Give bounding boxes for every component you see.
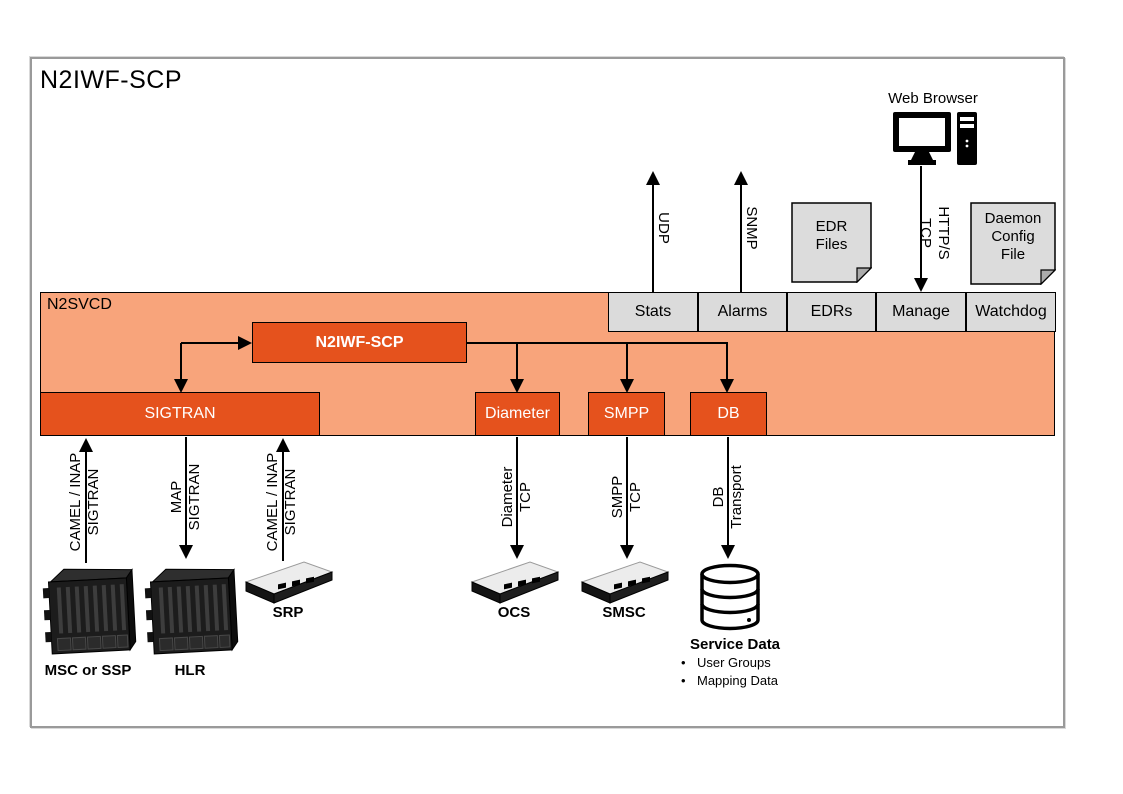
- ocs-server-icon: [468, 558, 560, 606]
- smpp-tcp-line: [626, 437, 628, 546]
- snmp-arrow-line: [740, 184, 742, 293]
- srp-label: SRP: [272, 604, 304, 621]
- service-data-title: Service Data: [689, 636, 781, 653]
- service-data-db-icon: [697, 563, 763, 633]
- smsc-server-icon: [578, 558, 670, 606]
- msc-chassis-icon: [40, 560, 137, 660]
- daemon-config-note-text: Daemon Config File: [984, 209, 1042, 263]
- service-data-block: Service Data • User Groups • Mapping Dat…: [655, 636, 815, 689]
- gray-box-watchdog: Watchdog: [966, 292, 1056, 332]
- web-browser-icon: [891, 108, 981, 166]
- service-data-item: • Mapping Data: [681, 673, 778, 688]
- gray-box-edrs: EDRs: [787, 292, 876, 332]
- db-transport-label: DB Transport: [710, 465, 745, 529]
- connector-smpp-arrowhead: [620, 379, 634, 393]
- connector-diameter-arrowhead: [510, 379, 524, 393]
- gray-box-alarms: Alarms: [698, 292, 787, 332]
- https-label: HTTP/S TCP: [917, 206, 952, 260]
- connector-core-arrowhead: [238, 336, 252, 350]
- web-browser-label: Web Browser: [888, 90, 978, 107]
- srp-server-icon: [242, 558, 334, 606]
- udp-arrowhead: [646, 171, 660, 185]
- smpp-tcp-arrowhead: [620, 545, 634, 559]
- page-title: N2IWF-SCP: [40, 66, 182, 94]
- service-data-item: • User Groups: [681, 655, 771, 670]
- diameter-tcp-label: Diameter TCP: [499, 466, 534, 528]
- connector-db-arrowhead: [720, 379, 734, 393]
- bullet-icon: •: [681, 673, 686, 688]
- daemon-config-note: Daemon Config File: [970, 202, 1056, 285]
- camel2-line: [282, 451, 284, 561]
- camel1-label: CAMEL / INAP SIGTRAN: [67, 452, 102, 552]
- connector-core-sigtran-v: [180, 343, 182, 380]
- udp-arrow-line: [652, 184, 654, 293]
- module-n2iwf-scp: N2IWF-SCP: [252, 322, 467, 363]
- hlr-label: HLR: [174, 662, 206, 679]
- diameter-tcp-line: [516, 437, 518, 546]
- gray-box-manage: Manage: [876, 292, 966, 332]
- module-db: DB: [690, 392, 767, 436]
- edr-files-note-text: EDR Files: [815, 218, 848, 254]
- smpp-tcp-label: SMPP TCP: [609, 475, 644, 519]
- https-arrow-line: [920, 166, 922, 280]
- connector-sigtran-arrowhead: [174, 379, 188, 393]
- camel1-line: [85, 451, 87, 563]
- gray-box-stats: Stats: [608, 292, 698, 332]
- db-transport-arrowhead: [721, 545, 735, 559]
- smsc-label: SMSC: [602, 604, 646, 621]
- connector-core-right-h: [467, 342, 728, 344]
- edr-files-note: EDR Files: [791, 202, 872, 283]
- msc-label: MSC or SSP: [44, 662, 132, 679]
- module-smpp: SMPP: [588, 392, 665, 436]
- bullet-icon: •: [681, 655, 686, 670]
- snmp-arrowhead: [734, 171, 748, 185]
- camel2-arrowhead: [276, 438, 290, 452]
- ocs-label: OCS: [497, 604, 531, 621]
- n2svcd-label: N2SVCD: [47, 296, 112, 313]
- connector-db-v: [726, 343, 728, 380]
- map-label: MAP SIGTRAN: [168, 463, 203, 531]
- connector-core-sigtran-h: [181, 342, 238, 344]
- map-line: [185, 437, 187, 546]
- connector-smpp-v: [626, 343, 628, 380]
- db-transport-line: [727, 437, 729, 546]
- module-sigtran: SIGTRAN: [40, 392, 320, 436]
- snmp-label: SNMP: [743, 206, 760, 250]
- connector-diameter-v: [516, 343, 518, 380]
- camel1-arrowhead: [79, 438, 93, 452]
- diameter-tcp-arrowhead: [510, 545, 524, 559]
- hlr-chassis-icon: [142, 560, 239, 660]
- udp-label: UDP: [655, 212, 672, 244]
- camel2-label: CAMEL / INAP SIGTRAN: [264, 452, 299, 552]
- module-diameter: Diameter: [475, 392, 560, 436]
- map-arrowhead: [179, 545, 193, 559]
- https-arrowhead: [914, 278, 928, 292]
